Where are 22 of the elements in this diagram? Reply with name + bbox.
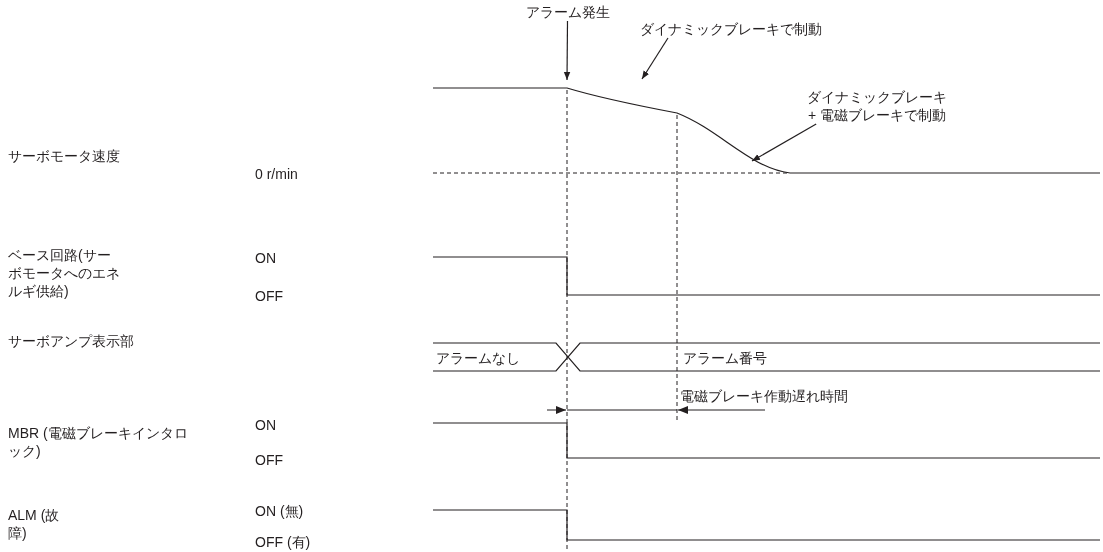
leader-arrow: [563, 20, 571, 81]
leader-arrow: [641, 37, 669, 80]
state-label: ON (無): [255, 502, 305, 520]
state-label: OFF (有): [255, 533, 312, 551]
axis-value-label: 0 r/min: [255, 165, 299, 183]
callout-text: アラーム発生: [515, 3, 620, 21]
bus-value-label: アラームなし: [436, 349, 521, 367]
callout-text: ダイナミックブレーキ + 電磁ブレーキで制動: [801, 88, 953, 124]
state-label: ON: [255, 249, 277, 267]
leader-arrow: [751, 123, 817, 162]
dimension-label: 電磁ブレーキ作動遅れ時間: [680, 387, 849, 405]
row-label: MBR (電磁ブレーキインタロック): [8, 424, 189, 460]
speed-waveform: [432, 87, 1101, 174]
state-label: ON: [255, 416, 277, 434]
row-label: ALM (故障): [8, 506, 61, 542]
row-label: サーボアンプ表示部: [8, 332, 135, 350]
state-label: OFF: [255, 451, 284, 469]
state-label: OFF: [255, 287, 284, 305]
row-label: サーボモータ速度: [8, 147, 121, 165]
bus-value-label: アラーム番号: [683, 349, 768, 367]
callout-text: ダイナミックブレーキで制動: [640, 20, 840, 38]
row-label: ベース回路(サーボモータへのエネルギ供給): [8, 246, 120, 300]
